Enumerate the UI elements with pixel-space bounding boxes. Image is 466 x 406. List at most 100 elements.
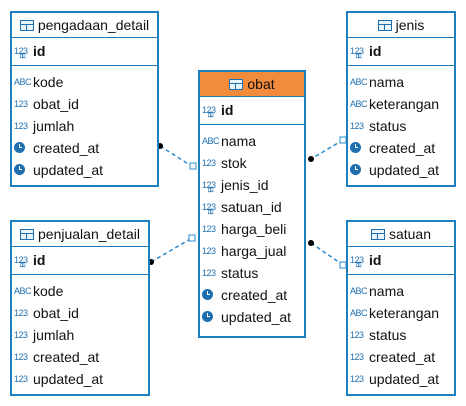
column-name: kode	[33, 74, 64, 90]
key-number-icon: 123⚿	[350, 46, 364, 60]
column-name: jumlah	[33, 118, 75, 134]
pk-row[interactable]: 123⚿ id	[12, 249, 148, 271]
column-name: id	[369, 43, 382, 59]
column-name: updated_at	[221, 309, 292, 325]
column-name: nama	[369, 283, 405, 299]
column-row[interactable]: 123 jumlah	[12, 324, 148, 346]
column-row[interactable]: 123 updated_at	[12, 368, 148, 390]
column-row[interactable]: updated_at	[348, 159, 454, 181]
relation-satuan-obat	[308, 240, 347, 269]
pk-row[interactable]: 123⚿ id	[348, 249, 454, 271]
column-name: stok	[221, 155, 247, 171]
column-name: updated_at	[33, 371, 104, 387]
column-row[interactable]: created_at	[348, 137, 454, 159]
key-number-icon: 123⚿	[14, 255, 28, 269]
number-type-icon: 123	[14, 374, 28, 384]
pk-row[interactable]: 123⚿ id	[348, 40, 454, 62]
number-type-icon: 123	[202, 158, 216, 168]
column-name: created_at	[369, 349, 436, 365]
column-row[interactable]: 123 obat_id	[12, 93, 157, 115]
clock-icon	[14, 141, 30, 155]
key-number-icon: 123⚿	[350, 255, 364, 269]
table-header[interactable]: pengadaan_detail	[12, 13, 157, 38]
column-name: obat_id	[33, 96, 79, 112]
column-row[interactable]: updated_at	[200, 306, 304, 328]
column-name: id	[33, 43, 46, 59]
foreign-key-icon: 123⚿	[202, 202, 216, 216]
primary-key-section: 123⚿ id	[348, 246, 454, 275]
primary-key-section: 123⚿ id	[200, 96, 304, 125]
number-type-icon: 123	[350, 374, 364, 384]
column-name: updated_at	[369, 162, 440, 178]
column-name: id	[221, 102, 234, 118]
column-name: satuan_id	[221, 199, 282, 215]
number-type-icon: 123	[14, 330, 28, 340]
column-name: status	[369, 327, 407, 343]
table-header[interactable]: jenis	[348, 13, 454, 38]
column-name: kode	[33, 283, 64, 299]
number-type-icon: 123	[202, 246, 216, 256]
primary-key-section: 123⚿ id	[12, 246, 148, 275]
column-name: keterangan	[369, 96, 440, 112]
column-name: jenis_id	[221, 177, 269, 193]
column-row[interactable]: updated_at	[12, 159, 157, 181]
text-type-icon: ABC	[350, 286, 368, 296]
relation-penjualan-obat	[148, 234, 196, 265]
table-title: penjualan_detail	[38, 226, 140, 242]
key-number-icon: 123⚿	[14, 46, 28, 60]
column-name: jumlah	[33, 327, 75, 343]
relation-jenis-obat	[308, 136, 347, 162]
number-type-icon: 123	[14, 308, 28, 318]
relation-pengadaan-obat	[157, 143, 197, 170]
table-title: obat	[247, 76, 275, 92]
column-name: nama	[221, 133, 257, 149]
column-name: nama	[369, 74, 405, 90]
table-header[interactable]: satuan	[348, 222, 454, 247]
table-header[interactable]: penjualan_detail	[12, 222, 148, 247]
column-row[interactable]: 123⚿ satuan_id	[200, 196, 304, 218]
column-row[interactable]: 123 stok	[200, 152, 304, 174]
column-name: status	[221, 265, 259, 281]
pk-row[interactable]: 123⚿ id	[200, 99, 304, 121]
number-type-icon: 123	[14, 99, 28, 109]
pk-row[interactable]: 123⚿ id	[12, 40, 157, 62]
table-icon	[229, 78, 244, 90]
column-row[interactable]: created_at	[200, 284, 304, 306]
column-row[interactable]: 123⚿jenis_id	[200, 174, 304, 196]
column-name: status	[369, 118, 407, 134]
table-icon	[19, 19, 34, 31]
table-icon	[20, 228, 34, 240]
column-name: id	[33, 252, 46, 268]
column-row[interactable]: 123 harga_jual	[200, 240, 304, 262]
column-row[interactable]: 123 status	[348, 324, 454, 346]
column-name: harga_jual	[221, 243, 287, 259]
column-name: updated_at	[33, 162, 104, 178]
column-name: harga_beli	[221, 221, 287, 237]
table-title: pengadaan_detail	[37, 17, 150, 33]
table-title: satuan	[388, 226, 432, 242]
table-header[interactable]: obat	[200, 72, 304, 97]
number-type-icon: 123	[350, 330, 364, 340]
column-name: created_at	[221, 287, 288, 303]
column-row[interactable]: created_at	[12, 137, 157, 159]
